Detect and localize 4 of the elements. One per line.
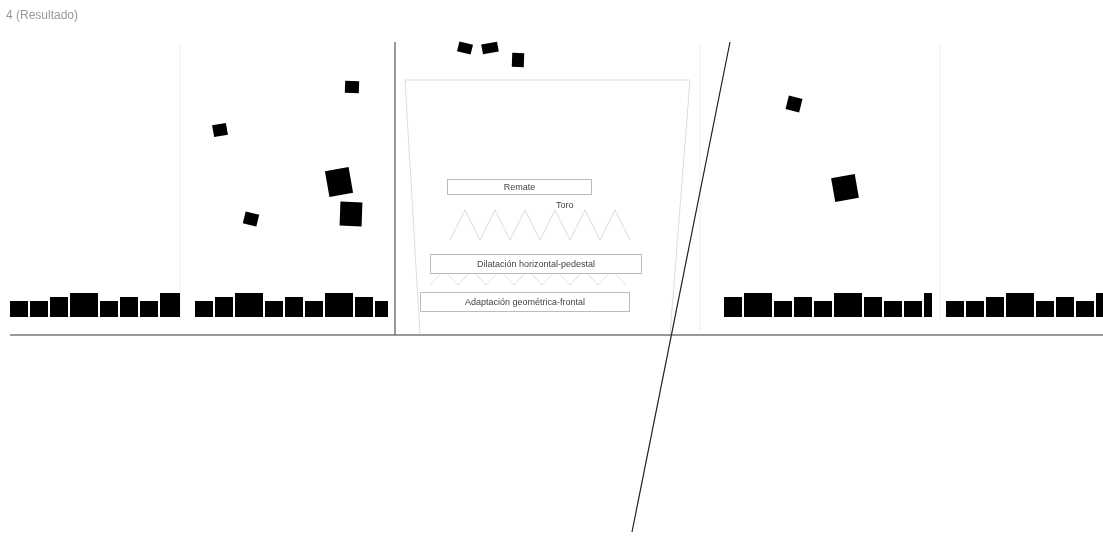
label-box: Dilatación horizontal-pedestal [430, 254, 642, 274]
label-box: Remate [447, 179, 592, 195]
label-box: Adaptación geométrica-frontal [420, 292, 630, 312]
figure-title: 4 (Resultado) [6, 8, 79, 22]
